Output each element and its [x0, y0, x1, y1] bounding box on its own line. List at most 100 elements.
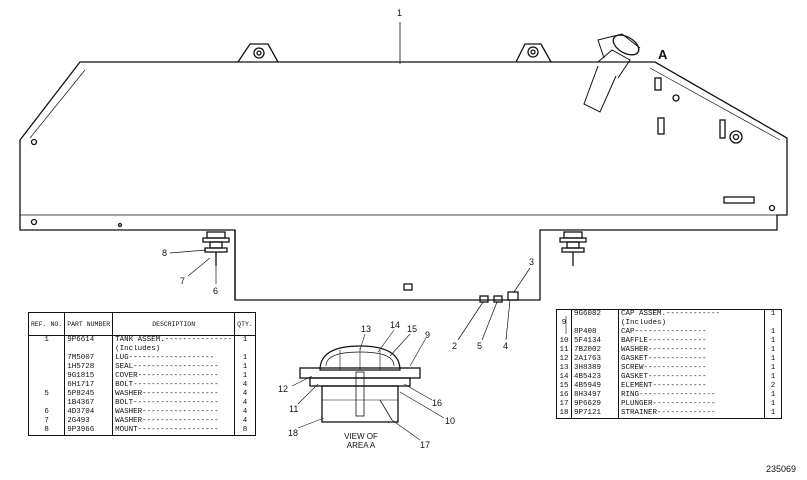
cell-desc: ELEMENT------------ [618, 382, 765, 391]
mount-right [559, 231, 587, 266]
cell-part: 9G1815 [64, 372, 114, 381]
cell-desc: CAP---------------- [618, 328, 765, 337]
cell-ref: 1 [28, 335, 66, 345]
cell-part: 7M5007 [64, 354, 114, 363]
callout-2: 2 [452, 341, 458, 351]
cell-part: 5P8245 [64, 390, 114, 399]
cell-qty: 4 [234, 381, 256, 390]
table-row: (Includes) [28, 345, 256, 354]
callout-5: 5 [477, 341, 483, 351]
cell-part: 9P6614 [64, 335, 114, 345]
cell-qty: 1 [764, 373, 782, 382]
cell-ref [28, 345, 66, 354]
cell-qty: 1 [764, 391, 782, 400]
callout-8: 8 [162, 248, 168, 258]
cell-qty: 1 [764, 364, 782, 373]
cell-desc: MOUNT------------------ [112, 426, 236, 436]
cell-part: 2A1763 [571, 355, 619, 364]
callout-3: 3 [529, 257, 535, 267]
table-row: 8P408 CAP----------------1 [556, 328, 782, 337]
callout-18: 18 [288, 428, 299, 438]
cell-part: 9G6082 [571, 309, 619, 319]
cell-qty: 1 [234, 363, 256, 372]
cell-part: 4B5423 [571, 373, 619, 382]
cell-desc: LUG------------------- [112, 354, 236, 363]
cell-desc: WASHER----------------- [112, 390, 236, 399]
cell-ref [28, 354, 66, 363]
table-row: 7M5007 LUG-------------------1 [28, 354, 256, 363]
callout-10: 10 [445, 416, 456, 426]
header-qty: QTY. [234, 312, 256, 336]
cell-qty: 1 [764, 409, 782, 419]
cell-part: 4B5949 [571, 382, 619, 391]
cell-ref: 14 [556, 373, 572, 382]
cell-qty: 1 [764, 355, 782, 364]
cell-desc: WASHER----------------- [112, 408, 236, 417]
cell-desc: (Includes) [618, 319, 765, 328]
lifting-lug-right [515, 43, 552, 63]
cap-detail-view [299, 345, 421, 423]
cell-ref [28, 372, 66, 381]
cell-qty: 1 [764, 346, 782, 355]
cell-desc: CAP ASSEM.------------ [618, 309, 765, 319]
cell-qty: 8 [234, 426, 256, 436]
cell-part: 1H5728 [64, 363, 114, 372]
callout-17: 17 [420, 440, 431, 450]
callout-4: 4 [503, 341, 509, 351]
header-ref: REF. NO. [28, 312, 66, 336]
callout-11: 11 [289, 404, 299, 414]
callout-13: 13 [361, 324, 372, 334]
cell-part: 9P7121 [571, 409, 619, 419]
cell-qty: 1 [764, 400, 782, 409]
cell-qty: 1 [764, 337, 782, 346]
cell-ref [28, 381, 66, 390]
cell-desc: WASHER----------------- [112, 417, 236, 426]
cell-part: 8H3497 [571, 391, 619, 400]
cell-desc: PLUNGER-------------- [618, 400, 765, 409]
lifting-lug-left [237, 43, 279, 63]
cell-part: 9P3966 [64, 426, 114, 436]
filler-neck [597, 49, 631, 79]
cell-ref: 13 [556, 364, 572, 373]
view-a-marker: A [658, 47, 668, 62]
cell-ref [28, 399, 66, 408]
cell-qty [764, 319, 782, 328]
cell-desc: STRAINER------------- [618, 409, 765, 419]
cell-part: 8P408 [571, 328, 619, 337]
cell-qty: 4 [234, 399, 256, 408]
cell-qty: 1 [234, 372, 256, 381]
cell-desc: COVER------------------ [112, 372, 236, 381]
cell-part: 9P6629 [571, 400, 619, 409]
cell-ref: 8 [28, 426, 66, 436]
cell-ref [28, 363, 66, 372]
cell-part: 6H1717 [64, 381, 114, 390]
cell-ref [556, 328, 572, 337]
callout-9: 9 [425, 330, 431, 340]
table-header-row: REF. NO. PART NUMBER DESCRIPTION QTY. [28, 312, 256, 336]
cell-ref: 18 [556, 409, 572, 419]
cell-part: 7B2002 [571, 346, 619, 355]
cell-part: 1B4367 [64, 399, 114, 408]
cell-desc: BOLT------------------- [112, 381, 236, 390]
cell-desc: SEAL------------------- [112, 363, 236, 372]
cell-qty: 4 [234, 408, 256, 417]
cell-desc: GASKET------------- [618, 355, 765, 364]
cell-part [64, 345, 114, 354]
header-part: PART NUMBER [64, 312, 114, 336]
cell-qty: 1 [764, 309, 782, 319]
